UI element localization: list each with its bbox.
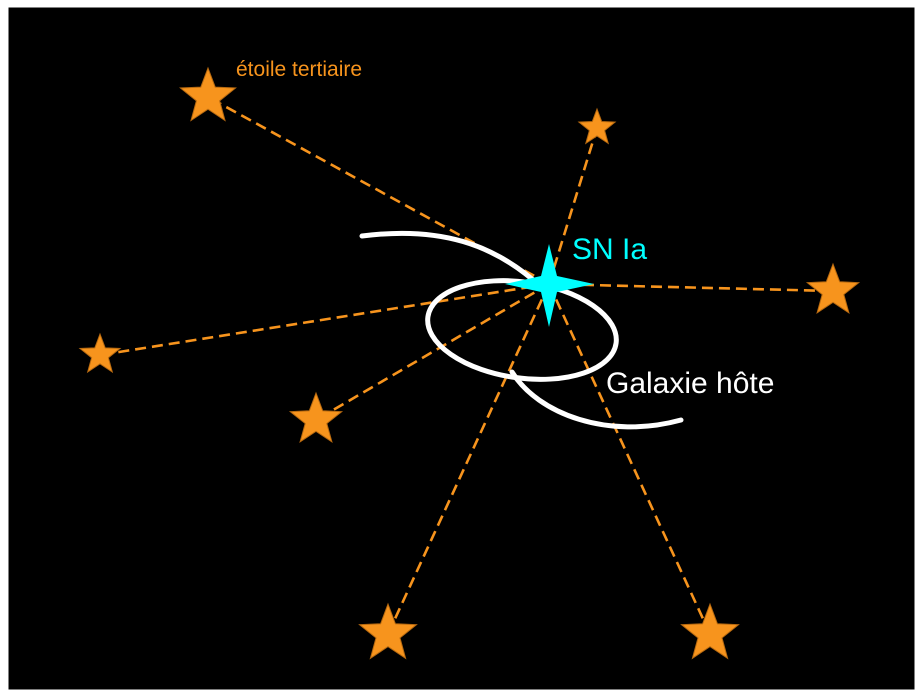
star-icon xyxy=(577,107,617,145)
connector-line xyxy=(548,282,834,293)
tertiary-star-label: étoile tertiaire xyxy=(236,58,362,81)
dark-panel xyxy=(7,6,916,691)
supernova-icon xyxy=(505,244,594,327)
connector-line xyxy=(315,282,550,422)
connector-line xyxy=(207,95,550,286)
connector-lines xyxy=(99,95,834,635)
connector-line xyxy=(547,127,599,285)
star-icon xyxy=(288,391,344,443)
connector-line xyxy=(547,283,712,635)
supernova-label: SN Ia xyxy=(572,233,647,266)
star-icon xyxy=(805,262,861,314)
connector-line xyxy=(386,283,551,635)
star-icon xyxy=(78,332,122,374)
star-icon xyxy=(179,66,237,122)
star-icon xyxy=(358,602,418,660)
galaxy-upper-arm xyxy=(359,230,543,289)
host-galaxy-label: Galaxie hôte xyxy=(606,367,774,400)
star-icon xyxy=(680,602,740,660)
connector-line xyxy=(99,282,550,357)
tertiary-stars xyxy=(78,66,861,660)
galaxy-lower-arm xyxy=(509,369,684,430)
